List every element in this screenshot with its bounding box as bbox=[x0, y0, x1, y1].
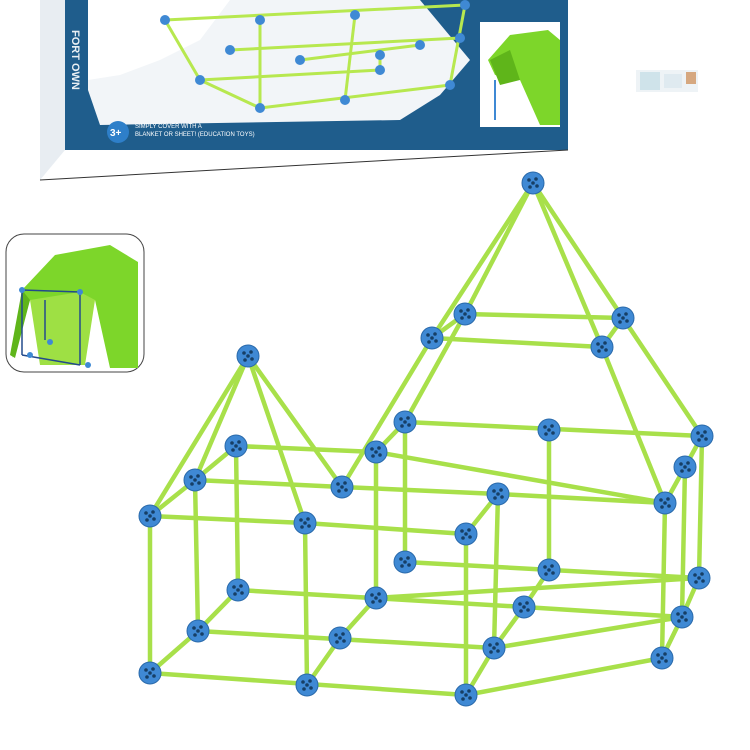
connector-ball bbox=[537, 418, 561, 442]
connector-ball bbox=[611, 306, 635, 330]
age-badge-label: 3+ bbox=[110, 128, 122, 139]
package-box: FORT OWN 3+ SIMPLY COVER WITH A BLANKET … bbox=[39, 0, 569, 181]
connector-ball bbox=[236, 344, 260, 368]
connector-ball bbox=[590, 335, 614, 359]
box-frame-illustration bbox=[163, 3, 467, 110]
connector-ball bbox=[420, 326, 444, 350]
connector-ball bbox=[293, 511, 317, 535]
connector-ball bbox=[393, 550, 417, 574]
box-caption-line2: BLANKET OR SHEET! (EDUCATION TOYS) bbox=[135, 132, 255, 138]
connector-ball bbox=[486, 482, 510, 506]
blanket-inset-photo bbox=[5, 233, 145, 373]
connector-ball bbox=[295, 673, 319, 697]
box-caption-line1: SIMPLY COVER WITH A bbox=[135, 124, 202, 130]
connector-ball bbox=[330, 475, 354, 499]
connector-ball bbox=[226, 578, 250, 602]
connector-ball bbox=[328, 626, 352, 650]
connector-ball bbox=[653, 491, 677, 515]
connector-ball bbox=[512, 595, 536, 619]
connector-ball bbox=[454, 522, 478, 546]
connector-ball bbox=[537, 558, 561, 582]
connector-ball bbox=[364, 586, 388, 610]
connector-ball bbox=[687, 566, 711, 590]
box-blanket-photo bbox=[480, 22, 560, 127]
connector-ball bbox=[650, 646, 674, 670]
svg-text:FORT OWN: FORT OWN bbox=[69, 30, 81, 90]
connector-ball bbox=[673, 455, 697, 479]
connector-ball bbox=[670, 605, 694, 629]
box-connectors bbox=[160, 0, 470, 113]
connector-ball bbox=[364, 440, 388, 464]
connector-ball bbox=[186, 619, 210, 643]
connector-ball bbox=[224, 434, 248, 458]
connector-ball bbox=[393, 410, 417, 434]
connector-balls bbox=[138, 171, 714, 707]
connector-ball bbox=[482, 636, 506, 660]
connector-sample-image bbox=[636, 70, 698, 92]
connector-ball bbox=[690, 424, 714, 448]
connector-ball bbox=[521, 171, 545, 195]
connector-ball bbox=[138, 661, 162, 685]
age-badge bbox=[107, 121, 129, 143]
connector-ball bbox=[453, 302, 477, 326]
connector-ball bbox=[138, 504, 162, 528]
connector-ball bbox=[183, 468, 207, 492]
connector-ball bbox=[454, 683, 478, 707]
